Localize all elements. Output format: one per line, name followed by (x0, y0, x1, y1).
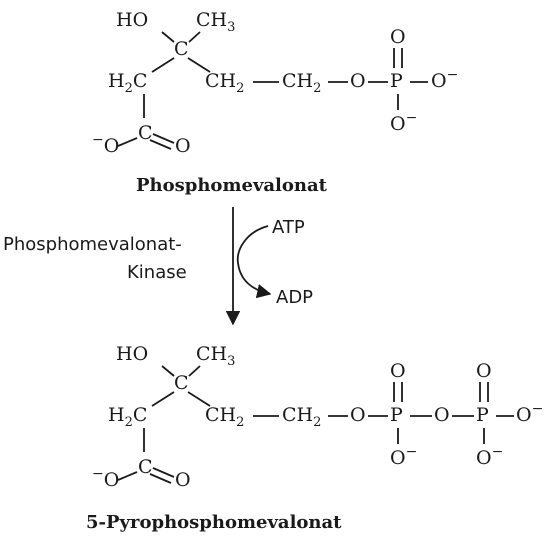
substrate-ch2a-label: CH2 (205, 70, 244, 96)
product-methyl-label: CH3 (196, 343, 235, 369)
cofactor-arrow (236, 225, 272, 299)
product-phosphate-2-oxygen-right: O− (516, 401, 543, 426)
product-phosphorus-2-label: P (476, 404, 489, 426)
product-methylene-label: H2C (108, 404, 147, 430)
substrate-bond-c-h2c (151, 57, 175, 73)
product-ch2a-label: CH2 (205, 404, 244, 430)
product-bridge-oxygen-1-label: O (350, 404, 366, 426)
substrate-phosphorus-label: P (390, 70, 403, 92)
substrate-structure: HO CH3 C H2C CH2 CH2 O P O O− O− C (92, 9, 458, 157)
product-bond-c-o-double-b (149, 473, 172, 484)
product-bond-c-o-double-a (152, 467, 175, 478)
enzyme-name-line-1: Phosphomevalonat- (3, 234, 182, 255)
substrate-hydroxyl-label: HO (116, 9, 148, 31)
product-name: 5-Pyrophosphomevalonat (86, 512, 342, 533)
substrate-bond-c-o-double-a (152, 133, 175, 144)
substrate-methyl-label: CH3 (196, 9, 235, 35)
substrate-carboxylate-oxygen-label: −O (92, 132, 119, 157)
substrate-name: Phosphomevalonat (136, 175, 328, 196)
substrate-phosphate-oxygen-bottom: O− (390, 110, 417, 135)
product-central-carbon-label: C (174, 372, 189, 394)
cofactor-adp-label: ADP (276, 287, 313, 308)
substrate-carboxyl-carbon-label: C (138, 122, 153, 144)
product-ch2b-label: CH2 (282, 404, 321, 430)
product-bond-c-ch2 (187, 391, 211, 407)
product-phosphate-2-oxygen-bottom: O− (476, 444, 503, 469)
reaction-arrow-group: Phosphomevalonat- Kinase ATP ADP (3, 207, 313, 326)
substrate-bridge-oxygen-label: O (350, 70, 366, 92)
enzyme-name-line-2: Kinase (127, 262, 187, 283)
product-bond-c-ch3 (188, 365, 201, 377)
substrate-bond-c-ominus (117, 137, 138, 147)
substrate-phosphate-oxygen-right: O− (431, 67, 458, 92)
product-phosphoryl-oxygen-2-label: O (476, 360, 492, 382)
product-bridge-oxygen-2-label: O (434, 404, 450, 426)
substrate-bond-c-o-double-b (149, 139, 172, 150)
product-carboxyl-carbon-label: C (138, 456, 153, 478)
cofactor-atp-label: ATP (272, 217, 305, 238)
product-carboxylate-oxygen-label: −O (92, 466, 119, 491)
product-phosphate-1-oxygen-bottom: O− (390, 444, 417, 469)
substrate-bond-c-oh (161, 31, 175, 43)
substrate-central-carbon-label: C (174, 38, 189, 60)
substrate-bond-c-ch2 (187, 57, 211, 73)
substrate-bond-c-ch3 (188, 31, 201, 43)
substrate-carbonyl-oxygen-label: O (175, 135, 191, 157)
product-bond-c-ominus (117, 471, 138, 481)
product-bond-c-oh (161, 365, 175, 377)
substrate-ch2b-label: CH2 (282, 70, 321, 96)
product-hydroxyl-label: HO (116, 343, 148, 365)
product-carbonyl-oxygen-label: O (175, 469, 191, 491)
product-phosphoryl-oxygen-1-label: O (390, 360, 406, 382)
substrate-methylene-label: H2C (108, 70, 147, 96)
product-structure: HO CH3 C H2C CH2 CH2 O P O O− O P O O− O… (92, 343, 543, 491)
product-phosphorus-1-label: P (390, 404, 403, 426)
substrate-phosphoryl-oxygen-label: O (390, 26, 406, 48)
product-bond-c-h2c (151, 391, 175, 407)
